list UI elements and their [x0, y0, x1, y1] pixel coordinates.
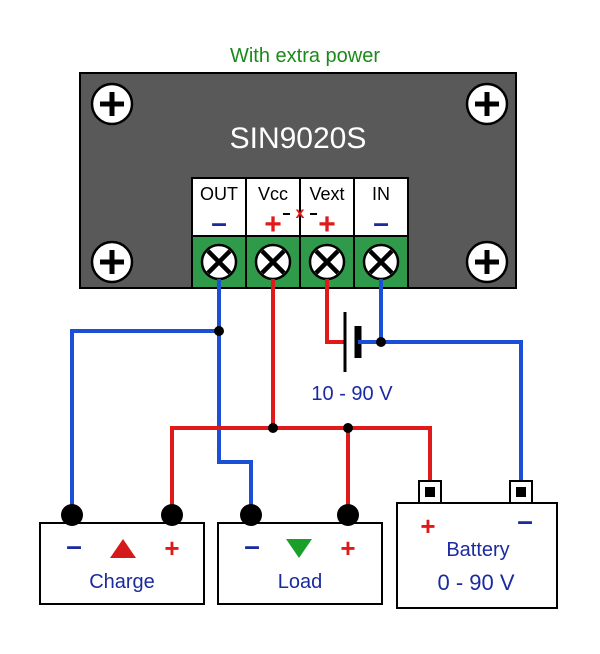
terminal-post-icon — [161, 504, 183, 526]
battery-label: Battery — [446, 539, 509, 561]
battery-minus: – — [517, 505, 533, 536]
terminal-screw-icon — [254, 243, 292, 281]
terminal-post-icon — [337, 504, 359, 526]
source-voltage-label: 10 - 90 V — [311, 383, 393, 405]
terminal-screw-icon — [200, 243, 238, 281]
terminal-label-vcc: Vcc — [258, 184, 288, 204]
junction-dot — [214, 326, 224, 336]
charge-plus: + — [164, 533, 179, 563]
corner-screw-icon — [465, 240, 509, 284]
junction-dot — [268, 423, 278, 433]
terminal-post-icon — [61, 504, 83, 526]
load-box: – + Load — [217, 504, 383, 605]
junction-dot — [376, 337, 386, 347]
load-plus: + — [340, 533, 355, 563]
terminal-label-out: OUT — [200, 184, 238, 204]
battery-plus: + — [420, 511, 435, 541]
battery-box: + – Battery 0 - 90 V — [396, 480, 558, 609]
load-minus: – — [244, 530, 260, 561]
charge-box: – + Charge — [39, 504, 205, 605]
battery-terminal-icon — [509, 480, 533, 504]
terminal-post-icon — [240, 504, 262, 526]
terminal-labels: OUT Vcc Vext IN – + + – x — [191, 177, 409, 241]
terminal-label-vext: Vext — [309, 184, 344, 204]
terminal-label-in: IN — [372, 184, 390, 204]
terminal-polarity-vext: + — [318, 208, 336, 241]
terminal-screw-icon — [362, 243, 400, 281]
diagram-caption: With extra power — [230, 45, 380, 67]
wire-in-to-battery-minus — [379, 279, 523, 487]
blue-wires — [70, 279, 523, 513]
wire-out-to-load-minus — [217, 331, 253, 513]
junction-dot — [343, 423, 353, 433]
terminal-polarity-in: – — [373, 207, 389, 238]
load-label: Load — [278, 571, 323, 593]
corner-screw-icon — [90, 240, 134, 284]
terminal-block — [191, 235, 409, 289]
charge-label: Charge — [89, 571, 155, 593]
external-source-symbol — [340, 312, 363, 372]
wire-red-bus — [170, 426, 432, 513]
load-down-triangle-icon — [286, 539, 312, 558]
battery-range: 0 - 90 V — [437, 570, 514, 595]
wire-out-to-charge-minus — [70, 279, 221, 513]
jumper-mark: x — [296, 205, 305, 222]
corner-screw-icon — [90, 82, 134, 126]
terminal-polarity-out: – — [211, 207, 227, 238]
corner-screw-icon — [465, 82, 509, 126]
charge-minus: – — [66, 530, 82, 561]
battery-terminal-icon — [418, 480, 442, 504]
charge-up-triangle-icon — [110, 539, 136, 558]
terminal-polarity-vcc: + — [264, 208, 282, 241]
module-name: SIN9020S — [230, 122, 367, 155]
wire-vext-to-source-plus — [325, 279, 340, 344]
junction-dots — [214, 326, 386, 433]
red-wires — [170, 279, 432, 513]
terminal-screw-icon — [308, 243, 346, 281]
